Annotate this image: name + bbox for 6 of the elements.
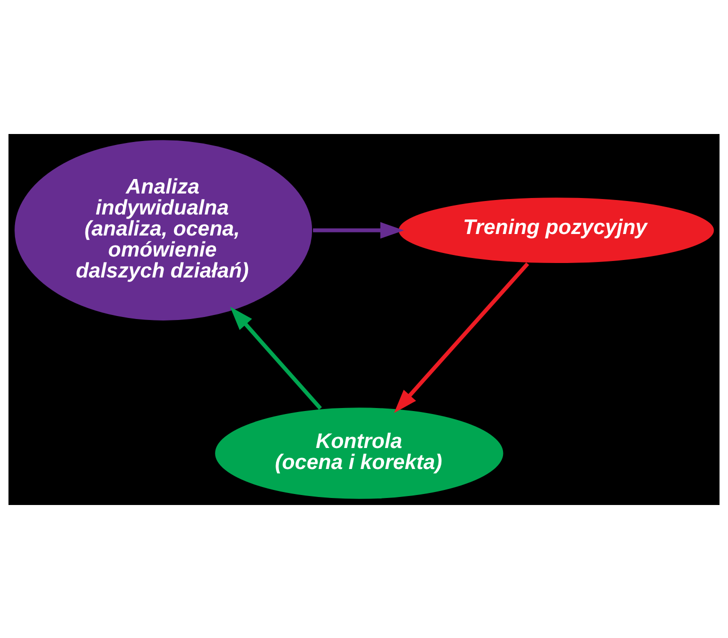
node-ellipse: Analiza indywidualna (analiza, ocena, omówienie dalszych działań) xyxy=(13,138,314,322)
node-ellipse: Trening pozycyjny xyxy=(397,196,716,264)
arrow xyxy=(230,306,322,410)
node-ellipse: Kontrola (ocena i korekta) xyxy=(214,406,505,500)
arrow xyxy=(313,222,404,238)
arrow xyxy=(394,262,530,412)
